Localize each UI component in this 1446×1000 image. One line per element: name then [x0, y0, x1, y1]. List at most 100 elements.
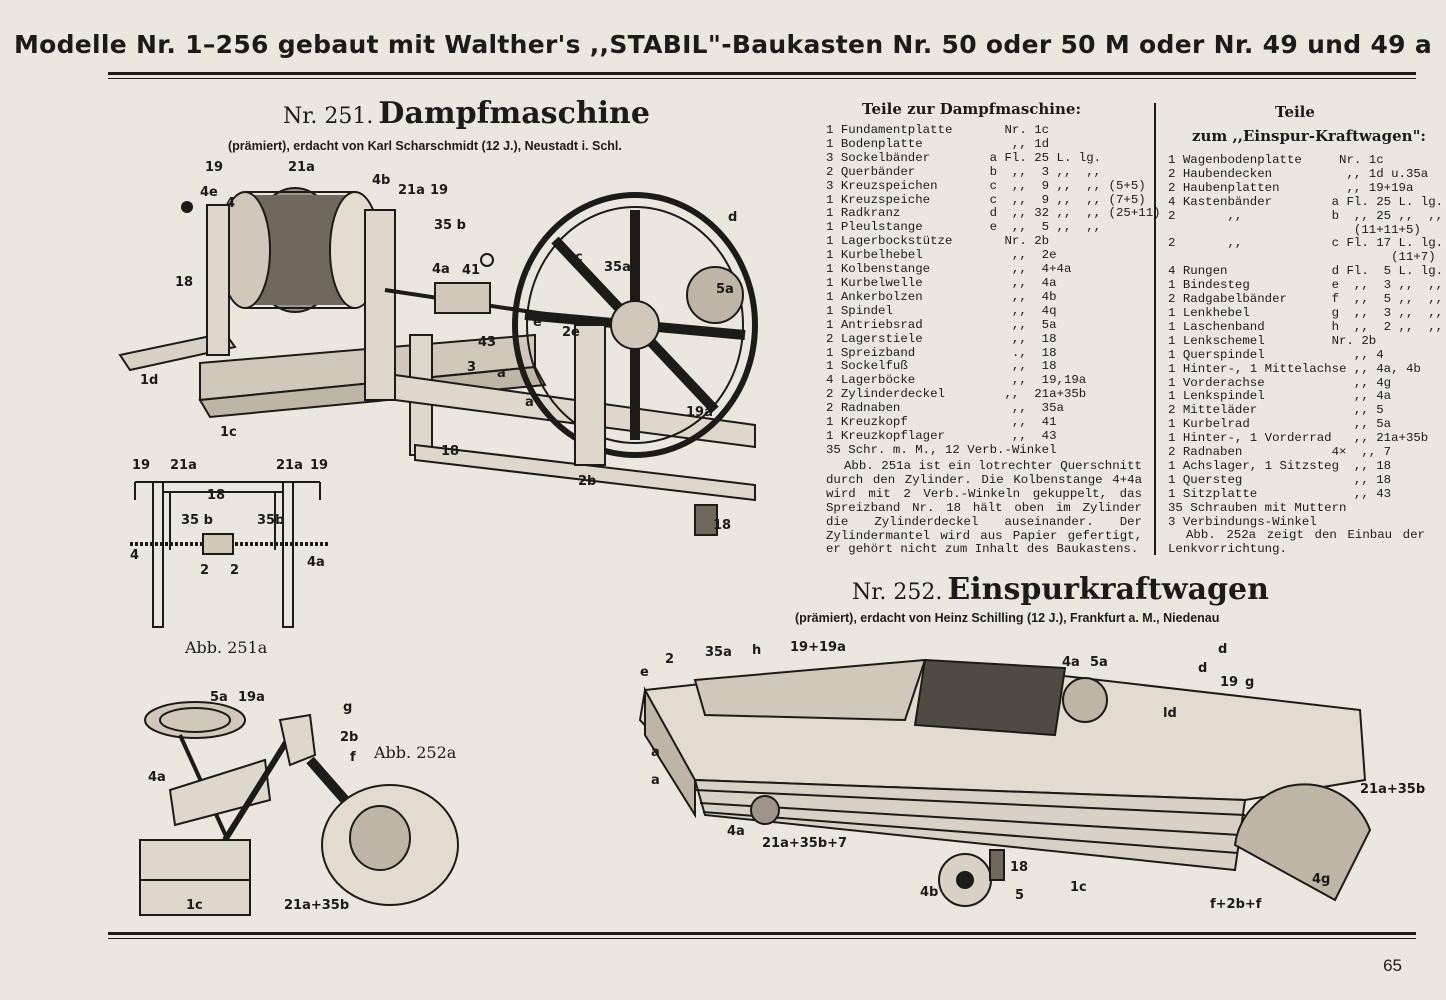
abb251a-part-label: 21a — [276, 458, 303, 473]
model251-part-label: 1c — [220, 425, 237, 440]
parts-row: 1 Lenkhebel g ,, 3 ,, ,, — [1168, 305, 1444, 320]
model251-part-label: 35 b — [434, 218, 466, 233]
model251-part-label: 21a — [288, 160, 315, 175]
model252-part-label: 21a+35b — [1360, 782, 1426, 797]
parts-row: 1 Pleulstange e ,, 5 ,, ,, — [826, 220, 1102, 235]
parts-row: 1 Kolbenstange ,, 4+4a — [826, 262, 1072, 277]
model251-part-label: 2b — [578, 474, 597, 489]
model252-part-label: d — [1198, 661, 1208, 676]
abb252a-part-label: 1c — [186, 898, 203, 913]
parts-row: 2 Haubenplatten ,, 19+19a — [1168, 180, 1414, 195]
model251-part-label: 4e — [200, 185, 218, 200]
model251-part-label: 18 — [441, 444, 460, 459]
parts-row: 4 Rungen d Fl. 5 L. lg. — [1168, 264, 1444, 279]
model252-part-label: 18 — [1010, 860, 1029, 875]
parts-row: 1 Lagerbockstütze Nr. 2b — [826, 234, 1050, 249]
parts-row: 1 Sockelfuß ,, 18 — [826, 359, 1057, 374]
model251-part-label: 18 — [175, 275, 194, 290]
model251-part-label: 5a — [716, 282, 734, 297]
model251-part-label: e — [533, 315, 542, 330]
parts-row: 4 Lagerböcke ,, 19,19a — [826, 373, 1087, 388]
single-track-car-illustration — [638, 658, 1372, 907]
parts-row: 1 Kurbelrad ,, 5a — [1168, 417, 1392, 432]
parts-row: 2 ,, c Fl. 17 L. lg. — [1168, 236, 1444, 251]
steam-engine-illustration — [118, 187, 758, 536]
parts-row: 35 Schrauben mit Muttern — [1168, 500, 1347, 515]
model252-part-label: 2 — [665, 652, 675, 667]
parts-row: 1 Ankerbolzen ,, 4b — [826, 289, 1057, 304]
abb-251a-illustration — [130, 481, 330, 628]
parts-row: 1 Antriebsrad ,, 5a — [826, 317, 1057, 332]
parts-row: 2 Querbänder b ,, 3 ,, ,, — [826, 164, 1102, 179]
parts-row: 1 Laschenband h ,, 2 ,, ,, — [1168, 319, 1444, 334]
parts-row: 3 Verbindungs-Winkel — [1168, 514, 1317, 529]
parts-row: 1 Bindesteg e ,, 3 ,, ,, — [1168, 278, 1444, 293]
model251-part-label: 2e — [562, 325, 580, 340]
model252-part-label: 19 — [1220, 675, 1239, 690]
model252-part-label: g — [1245, 675, 1255, 690]
abb252a-part-label: g — [343, 700, 353, 715]
header-rule-thin — [108, 78, 1416, 79]
model252-part-label: 1c — [1070, 880, 1087, 895]
parts-row: 1 Kreuzkopf ,, 41 — [826, 415, 1057, 430]
abb252a-part-label: 21a+35b — [284, 898, 350, 913]
abb252a-part-label: f — [350, 750, 356, 765]
model252-part-label: 21a+35b+7 — [762, 836, 848, 851]
parts-row: 1 Querspindel ,, 4 — [1168, 347, 1384, 362]
model252-part-label: h — [752, 643, 762, 658]
parts-row: 1 Spreizband ., 18 — [826, 345, 1057, 360]
model252-part-label: 5 — [1015, 888, 1025, 903]
abb251a-part-label: 18 — [207, 488, 226, 503]
model252-part-label: a — [651, 745, 660, 760]
abb251a-part-label: 35 b — [181, 513, 213, 528]
abb251a-part-label: 19 — [132, 458, 151, 473]
parts-row: 1 Kurbelwelle ,, 4a — [826, 275, 1057, 290]
parts-row: 1 Achslager, 1 Sitzsteg ,, 18 — [1168, 458, 1392, 473]
abb252a-part-label: 5a — [210, 690, 228, 705]
parts-row: 1 Fundamentplatte Nr. 1c — [826, 123, 1050, 137]
model251-part-label: 4 — [226, 196, 236, 211]
model-252-name: Einspurkraftwagen — [947, 572, 1269, 607]
header-rule-thick — [108, 72, 1416, 75]
parts-row: 1 Kurbelhebel ,, 2e — [826, 248, 1057, 263]
model251-part-label: 19 — [205, 160, 224, 175]
abb-251a-caption: Abb. 251a — [185, 638, 268, 657]
parts-row: 1 Vorderachse ,, 4g — [1168, 375, 1392, 390]
parts-row: 1 Hinter-, 1 Mittelachse ,, 4a, 4b — [1168, 361, 1421, 376]
model-251-name: Dampfmaschine — [378, 96, 650, 131]
parts-row: 2 Lagerstiele ,, 18 — [826, 331, 1057, 346]
model-251-credit: (prämiert), erdacht von Karl Scharschmid… — [228, 139, 622, 153]
parts-row: 2 Radnaben 4× ,, 7 — [1168, 445, 1392, 460]
model251-part-label: d — [728, 210, 738, 225]
model252-part-label: e — [640, 665, 649, 680]
abb251a-part-label: 19 — [310, 458, 329, 473]
parts-252-note: Abb. 252a zeigt den Einbau der Lenkvorri… — [1168, 528, 1425, 556]
abb251a-part-label: 4a — [307, 555, 325, 570]
model252-part-label: d — [1218, 642, 1228, 657]
model-252-number: Nr. 252. — [852, 580, 943, 605]
parts-row: 2 Zylinderdeckel ,, 21a+35b — [826, 387, 1087, 402]
parts-row: 1 Radkranz d ,, 32 ,, ,, (25+11) — [826, 206, 1161, 221]
parts-252-heading-1: Teile — [1275, 103, 1315, 121]
abb251a-part-label: 2 — [200, 563, 210, 578]
model252-part-label: 5a — [1090, 655, 1108, 670]
parts-row: (11+7) — [1168, 250, 1436, 265]
abb251a-part-label: 2 — [230, 563, 240, 578]
model-252-title: Nr. 252. Einspurkraftwagen — [852, 572, 1269, 607]
abb251a-part-label: 35b — [257, 513, 285, 528]
abb-252a-caption: Abb. 252a — [374, 743, 457, 762]
abb-252a-illustration — [139, 701, 459, 916]
model251-part-label: 21a — [398, 183, 425, 198]
parts-row: 2 Radnaben ,, 35a — [826, 401, 1064, 416]
parts-251-note: Abb. 251a ist ein lotrechter Querschnitt… — [826, 459, 1142, 557]
model252-part-label: 19+19a — [790, 640, 846, 655]
parts-row: 1 Kreuzspeiche c ,, 9 ,, ,, (7+5) — [826, 192, 1146, 207]
abb251a-part-label: 21a — [170, 458, 197, 473]
model251-part-label: 35a — [604, 260, 631, 275]
parts-row: 35 Schr. m. M., 12 Verb.-Winkel — [826, 442, 1057, 457]
footer-rule-thick — [108, 932, 1416, 935]
model252-part-label: f+2b+f — [1210, 897, 1262, 912]
parts-row: 2 Mitteläder ,, 5 — [1168, 403, 1384, 418]
parts-row: 1 Quersteg ,, 18 — [1168, 472, 1392, 487]
